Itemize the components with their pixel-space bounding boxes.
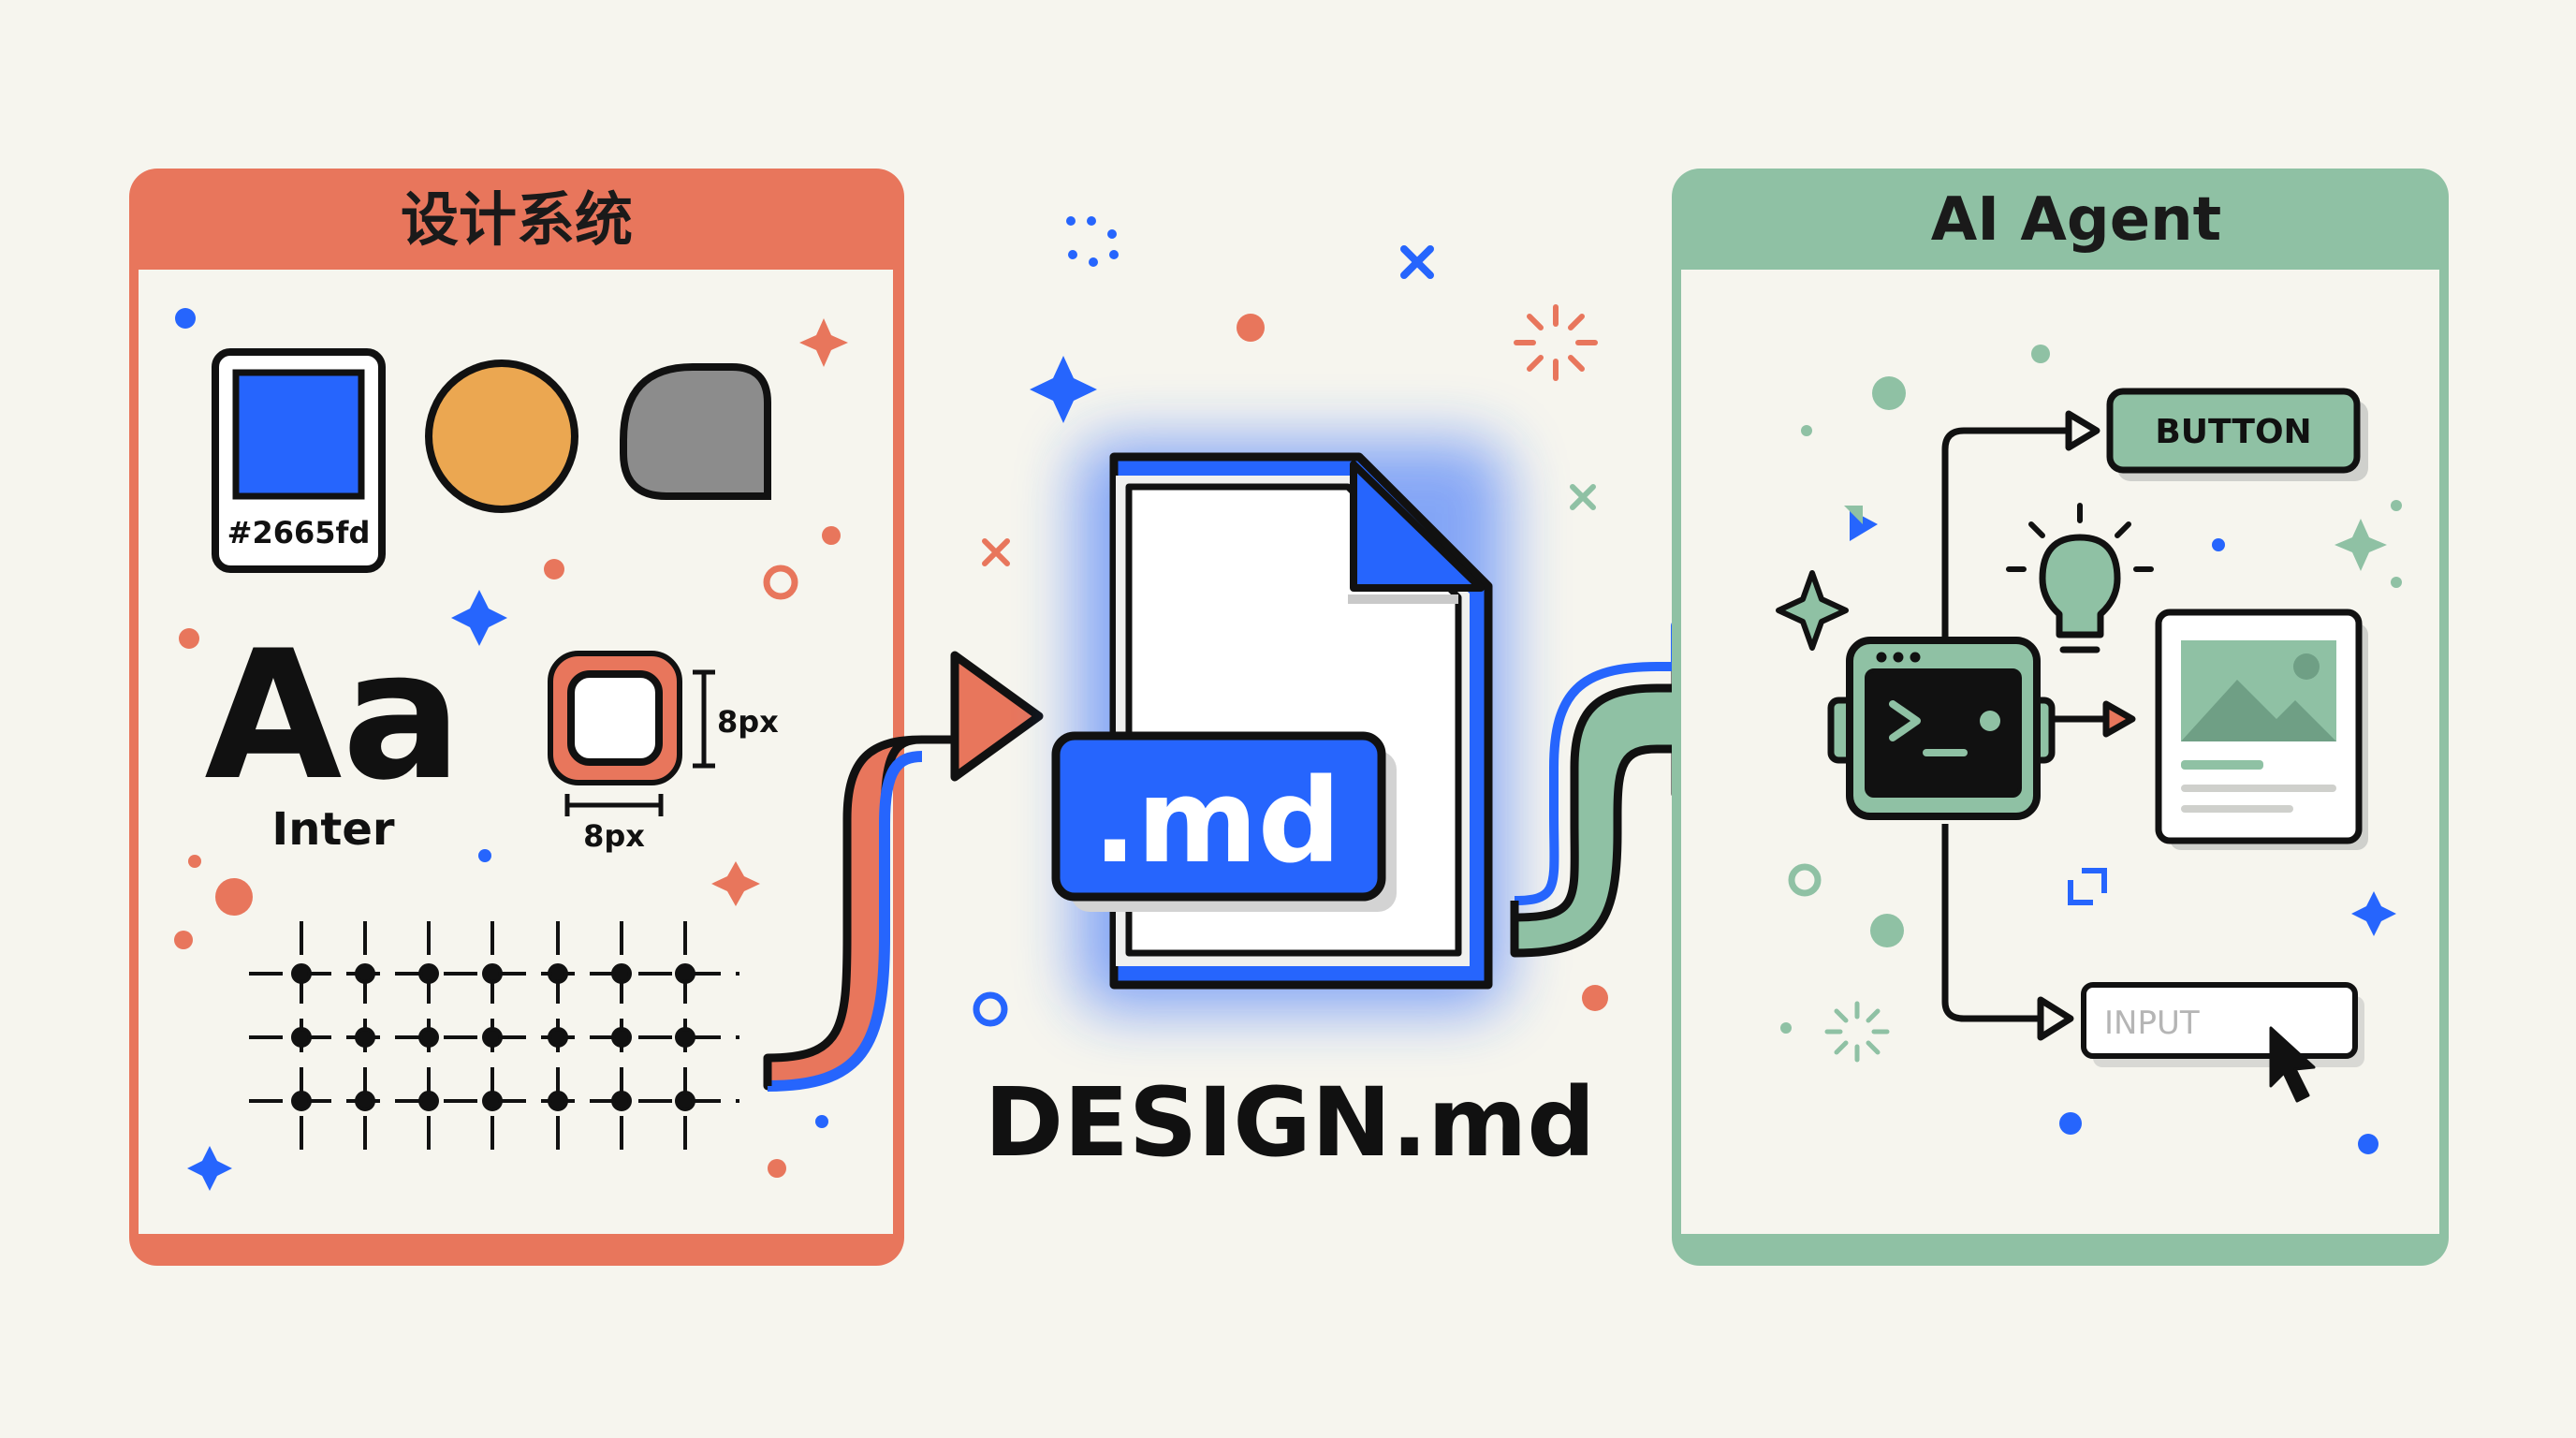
grid-node	[548, 963, 568, 984]
design-md-file: .md DESIGN.md	[985, 440, 1596, 1179]
file-name-label: DESIGN.md	[985, 1067, 1596, 1179]
grid-node	[482, 1091, 503, 1111]
decorative-sparkles-right	[1776, 345, 2402, 1154]
grid-node	[355, 963, 375, 984]
typography-sample: Aa	[204, 612, 461, 819]
vertical-spacing-label: 8px	[717, 704, 779, 740]
color-swatch-card: #2665fd	[212, 348, 386, 573]
agent-connectors	[1941, 410, 2136, 1041]
grid-node	[291, 963, 312, 984]
md-badge-label: .md	[1092, 755, 1340, 889]
ai-agent-panel: AI Agent BUTTON	[1672, 169, 2449, 1266]
grid-node	[548, 1027, 568, 1048]
layout-grid-icon	[249, 921, 739, 1157]
spacing-radius-icon	[548, 651, 715, 816]
swatch-hex-label: #2665fd	[227, 515, 371, 550]
grid-node	[548, 1091, 568, 1111]
decorative-sparkles-left	[174, 308, 848, 1191]
mouse-cursor-icon	[2269, 1026, 2316, 1103]
decorative-sparkles-center	[973, 216, 1608, 1027]
md-badge	[1051, 731, 1386, 902]
arrow-design-to-file	[763, 651, 1044, 1092]
lightbulb-icon	[2006, 503, 2154, 653]
grid-node	[355, 1027, 375, 1048]
agent-button-element: BUTTON	[2106, 388, 2368, 481]
grid-node	[482, 1027, 503, 1048]
gray-rounded-swatch	[620, 363, 771, 500]
image-card	[2155, 609, 2368, 850]
grid-node	[482, 963, 503, 984]
grid-node	[355, 1091, 375, 1111]
color-swatch	[232, 369, 365, 500]
grid-node	[418, 1027, 439, 1048]
grid-node	[291, 1027, 312, 1048]
design-system-title: 设计系统	[401, 185, 633, 254]
agent-input-element: INPUT	[2081, 982, 2364, 1067]
grid-node	[418, 963, 439, 984]
grid-node	[611, 963, 632, 984]
orange-circle-swatch	[425, 360, 578, 513]
grid-node	[291, 1091, 312, 1111]
ai-agent-title: AI Agent	[1931, 185, 2222, 255]
font-name-label: Inter	[271, 803, 395, 856]
grid-node	[675, 963, 695, 984]
design-system-panel: 设计系统 #2665fd Aa Inter 8px 8px	[129, 169, 904, 1266]
grid-node	[675, 1027, 695, 1048]
grid-node	[611, 1027, 632, 1048]
grid-node	[418, 1091, 439, 1111]
agent-input-placeholder: INPUT	[2104, 1005, 2200, 1042]
grid-node	[611, 1091, 632, 1111]
agent-button-label: BUTTON	[2155, 413, 2311, 451]
horizontal-spacing-label: 8px	[583, 818, 645, 854]
grid-node	[675, 1091, 695, 1111]
terminal-robot-icon	[1827, 637, 2056, 820]
